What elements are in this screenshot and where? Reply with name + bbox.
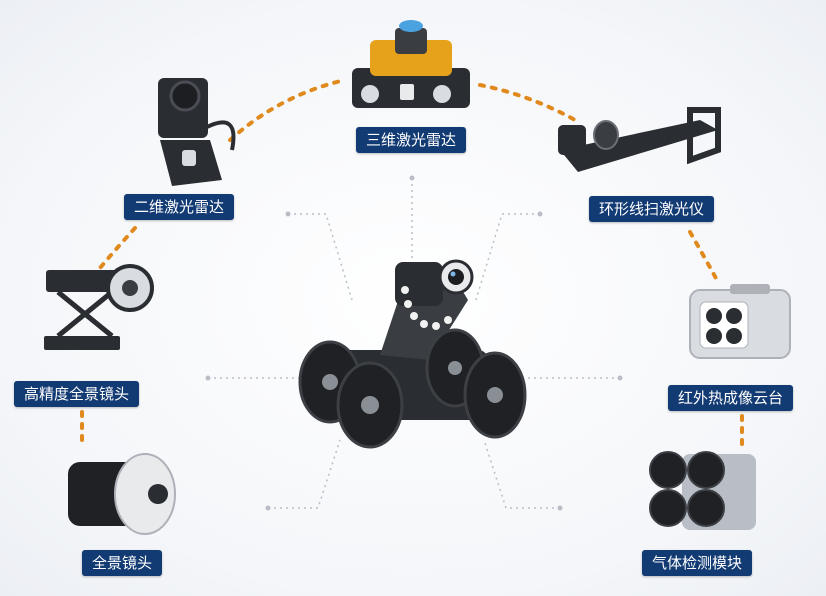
label-ring-laser: 环形线扫激光仪 bbox=[589, 196, 715, 222]
label-lidar-2d: 二维激光雷达 bbox=[124, 194, 235, 220]
ring-laser-icon bbox=[558, 107, 721, 172]
hd-pano-lens-icon bbox=[44, 264, 154, 350]
label-hd-pano-lens: 高精度全景镜头 bbox=[14, 381, 140, 407]
guide-top-right bbox=[475, 213, 540, 301]
arc-ring-ir bbox=[688, 230, 720, 284]
label-pano-lens: 全景镜头 bbox=[82, 550, 163, 576]
guide-bottom-right bbox=[483, 439, 560, 509]
lidar-2d-icon bbox=[158, 78, 236, 186]
label-lidar-3d: 三维激光雷达 bbox=[356, 127, 467, 153]
ir-gimbal-icon bbox=[689, 284, 791, 359]
crawler-robot-icon bbox=[298, 259, 527, 449]
label-ir-gimbal: 红外热成像云台 bbox=[668, 385, 794, 411]
pano-lens-icon bbox=[68, 453, 176, 535]
lidar-3d-icon bbox=[352, 20, 470, 108]
guide-bottom-left bbox=[268, 439, 341, 509]
guide-top-left bbox=[288, 213, 353, 301]
arc-lidar2d-lidar3d bbox=[228, 78, 347, 142]
arc-lidar3d-ring bbox=[478, 83, 577, 122]
gas-module-icon bbox=[649, 451, 756, 530]
arc-lidar2d-hdpano bbox=[98, 226, 137, 270]
label-gas-module: 气体检测模块 bbox=[642, 550, 753, 576]
